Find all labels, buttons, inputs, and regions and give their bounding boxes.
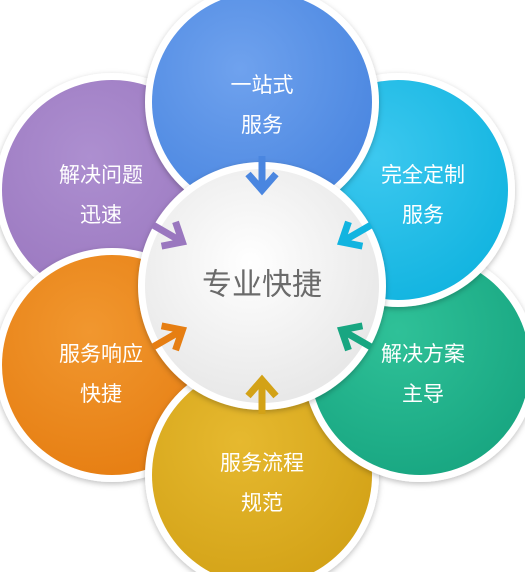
petal-label: 服务响应: [59, 342, 143, 366]
arrow-icon: [151, 322, 187, 352]
petal-label: 服务: [241, 113, 283, 137]
petal-label: 主导: [402, 382, 444, 406]
petal-label: 规范: [241, 491, 283, 515]
arrow-icon: [337, 322, 373, 352]
center-circle: [145, 169, 379, 403]
petal-label: 服务: [402, 203, 444, 227]
petal-label: 解决问题: [59, 163, 143, 187]
petal-circle: [152, 0, 372, 212]
center-label: 专业快捷: [202, 268, 322, 303]
arrow-icon: [151, 220, 187, 250]
arrow-icon: [245, 156, 279, 196]
petal-label: 解决方案: [381, 342, 465, 366]
arrow-icon: [245, 374, 279, 414]
arrow-icon: [337, 220, 373, 250]
petal-label: 一站式: [231, 73, 294, 97]
petal-label: 快捷: [80, 382, 122, 406]
petal-label: 迅速: [80, 203, 122, 227]
petal-label: 服务流程: [220, 451, 304, 475]
petal-label: 完全定制: [381, 163, 465, 187]
